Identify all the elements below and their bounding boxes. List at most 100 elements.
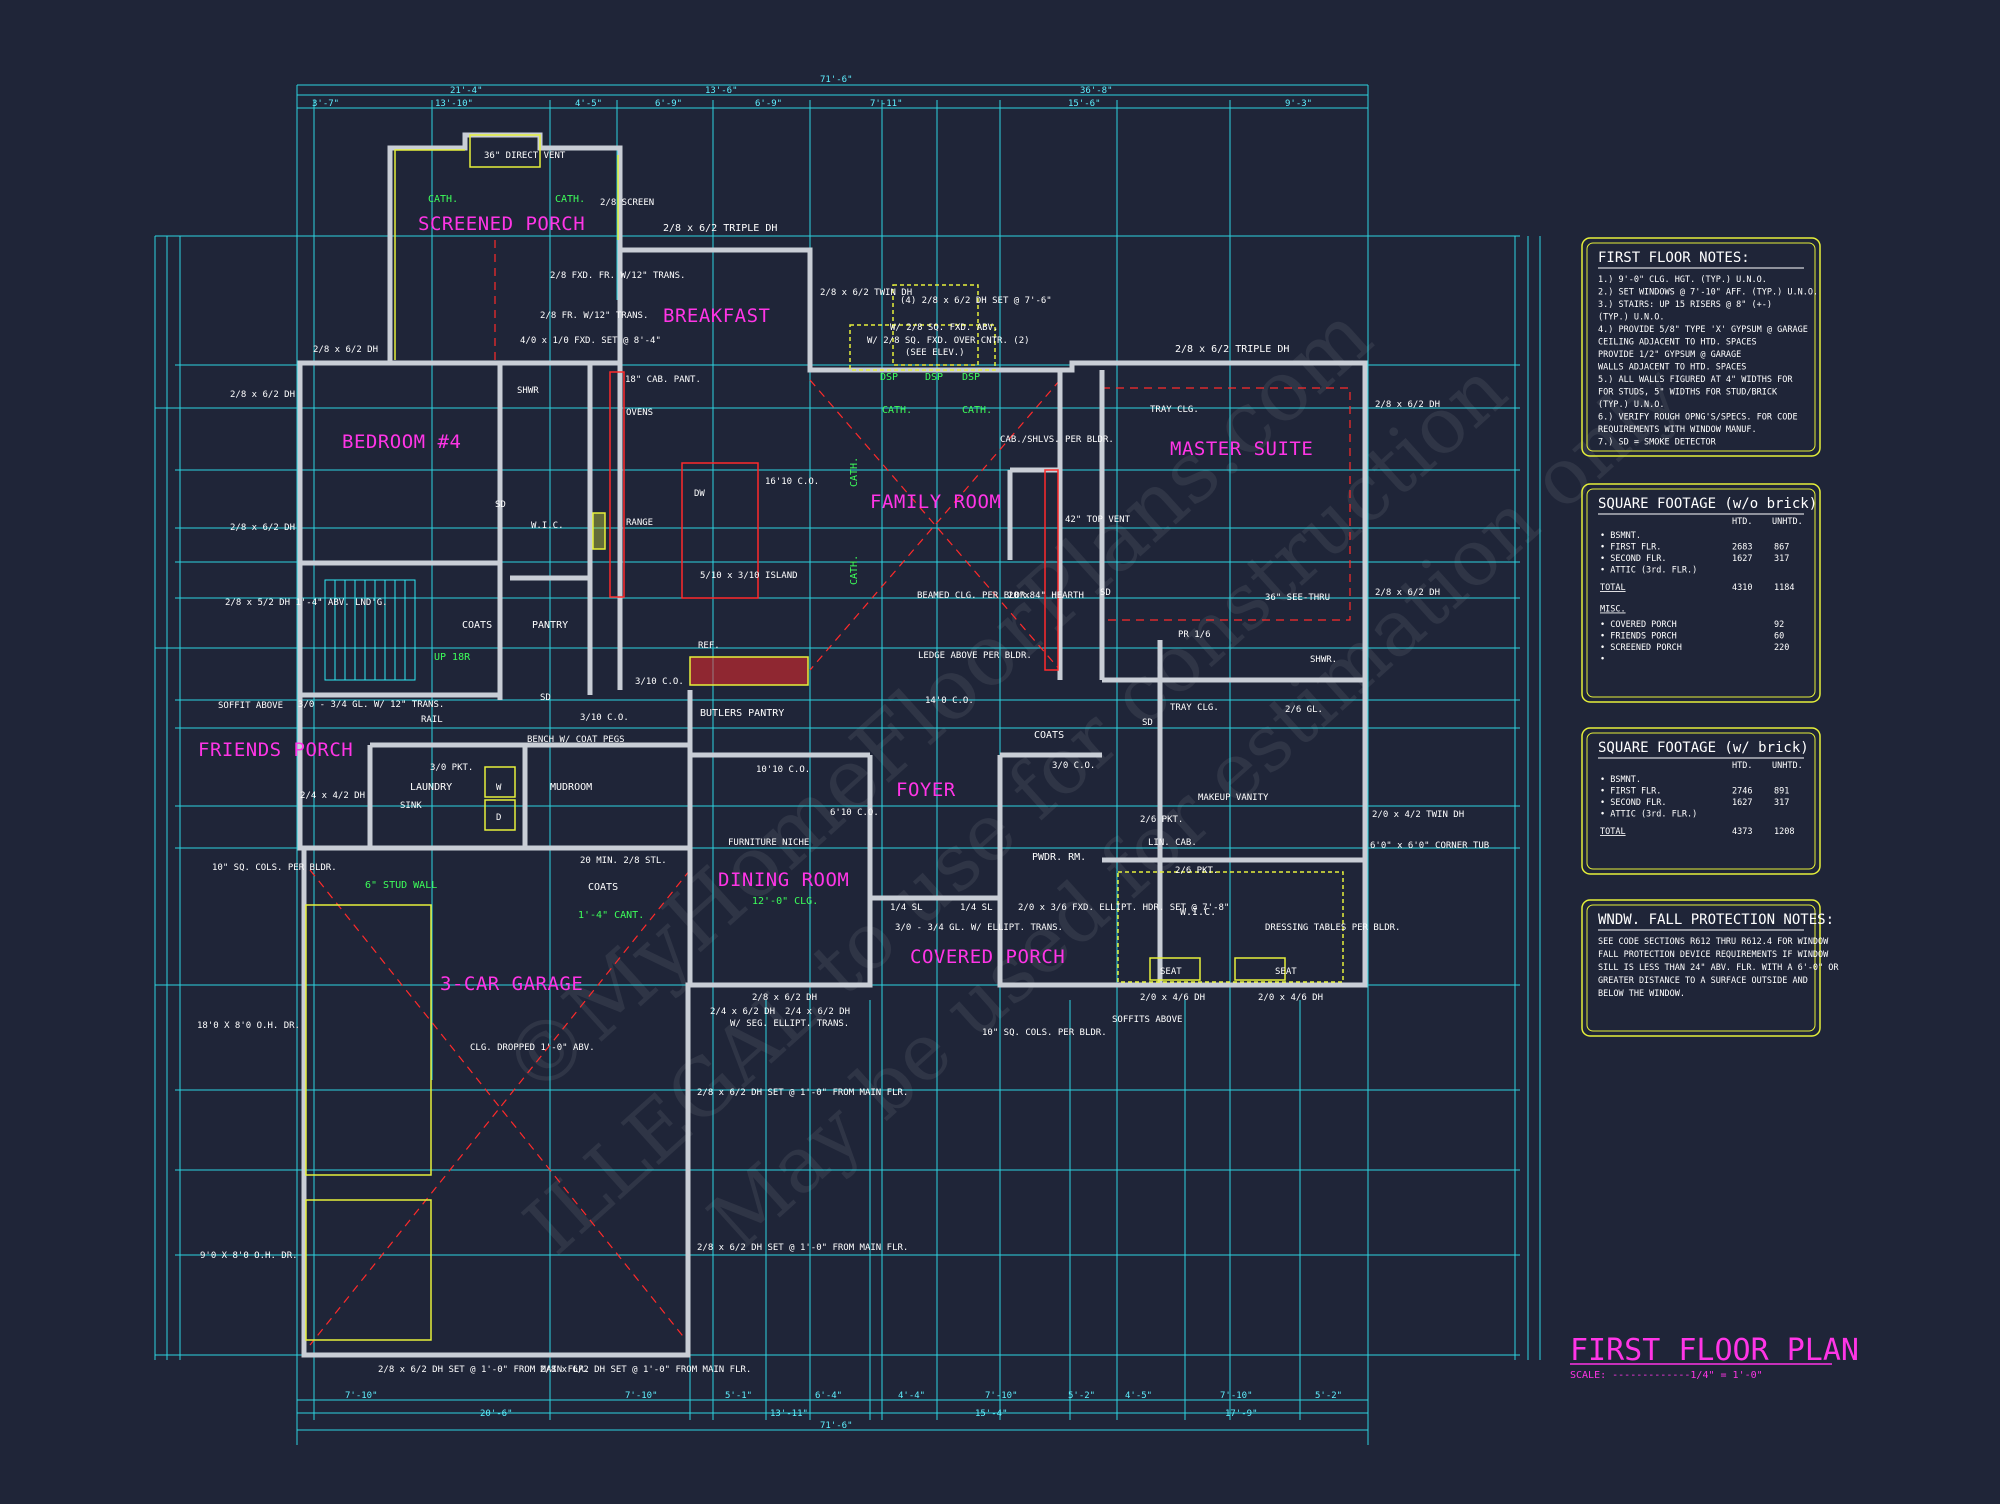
- notes-panel-title: FIRST FLOOR NOTES:: [1598, 250, 1750, 266]
- dim-bottom2-3: 15'-4": [975, 1409, 1008, 1419]
- notes-panel-border: [1581, 727, 1821, 875]
- notes-line: PROVIDE 1/2" GYPSUM @ GARAGE: [1598, 350, 1741, 360]
- label-dressing: DRESSING TABLES PER BLDR.: [1265, 923, 1400, 933]
- label-dw: DW: [694, 489, 705, 499]
- label-beamed: BEAMED CLG. PER BLDR.: [917, 591, 1031, 601]
- title-block: FIRST FLOOR PLAN SCALE: -------------1/4…: [1570, 1333, 1859, 1381]
- notes-panels: FIRST FLOOR NOTES:1.) 9'-0" CLG. HGT. (T…: [1581, 237, 1839, 1037]
- dim-bottom-7: 5'-2": [1068, 1391, 1095, 1401]
- label-cath-4: CATH.: [962, 405, 992, 416]
- label-seg-ellipt: W/ SEG. ELLIPT. TRANS.: [730, 1019, 849, 1029]
- notes-row-label: • SCREENED PORCH: [1600, 643, 1682, 653]
- label-top-vent: 42" TOP VENT: [1065, 515, 1131, 525]
- label-bench: BENCH W/ COAT PEGS: [527, 735, 625, 745]
- room-label-family-room: FAMILY ROOM: [870, 491, 1001, 513]
- label-clg-12: 12'-0" CLG.: [752, 896, 818, 907]
- room-label-bedroom4: BEDROOM #4: [342, 431, 461, 453]
- notes-panel-inner-border: [1586, 732, 1816, 870]
- label-screen: 2/8 SCREEN: [600, 198, 654, 208]
- notes-row-value: 4310: [1732, 583, 1752, 593]
- notes-line: WALLS ADJACENT TO HTD. SPACES: [1598, 363, 1746, 373]
- label-fxd-fr: 2/8 FXD. FR. W/12" TRANS.: [550, 271, 685, 281]
- dim-top-1: 3'-7": [312, 99, 339, 109]
- dim-top-3: 4'-5": [575, 99, 602, 109]
- notes-row-label: TOTAL: [1600, 583, 1626, 593]
- notes-panel-inner-border: [1586, 242, 1816, 452]
- dim-bottom-total: 71'-6": [820, 1421, 853, 1431]
- label-co-310a: 3/10 C.O.: [635, 677, 684, 687]
- label-cath-2: CATH.: [555, 194, 585, 205]
- notes-line: (TYP.) U.N.O.: [1598, 313, 1665, 323]
- dimensions-bottom: 7'-10" 7'-10" 5'-1" 6'-4" 4'-4" 7'-10" 5…: [345, 1391, 1342, 1431]
- label-twin-dh: 2/8 x 6/2 TWIN DH: [820, 288, 912, 298]
- dim-bottom-9: 7'-10": [1220, 1391, 1253, 1401]
- notes-panel-border: [1581, 899, 1821, 1037]
- label-triple-dh-right: 2/8 x 6/2 TRIPLE DH: [1175, 344, 1289, 355]
- label-cant: 1'-4" CANT.: [578, 910, 644, 921]
- label-dsp-1: DSP: [880, 372, 898, 383]
- label-dh-bed-top: 2/8 x 6/2 DH: [313, 345, 378, 355]
- dim-bottom2-1: 20'-6": [480, 1409, 513, 1419]
- dim-bottom-1: 7'-10": [345, 1391, 378, 1401]
- notes-line: 2.) SET WINDOWS @ 7'-10" AFF. (TYP.) U.N…: [1598, 288, 1818, 298]
- label-dh-2046b: 2/0 x 4/6 DH: [1258, 993, 1323, 1003]
- room-label-screened-porch: SCREENED PORCH: [418, 213, 585, 235]
- notes-row-label: • FIRST FLR.: [1600, 787, 1661, 797]
- room-label-master-suite: MASTER SUITE: [1170, 438, 1313, 460]
- notes-line: SILL IS LESS THAN 24" ABV. FLR. WITH A 6…: [1598, 963, 1839, 973]
- dim-bottom-2: 7'-10": [625, 1391, 658, 1401]
- label-pkt26b: 2/6 PKT.: [1175, 866, 1218, 876]
- dim-bottom-3: 5'-1": [725, 1391, 752, 1401]
- room-label-dining-room: DINING ROOM: [718, 869, 849, 891]
- label-range: RANGE: [626, 518, 653, 528]
- label-see-thru: 36" SEE-THRU: [1265, 593, 1330, 603]
- label-dh-left-3: 2/8 x 5/2 DH 1'-4" ABV. LND'G.: [225, 598, 388, 608]
- label-hearth: 20"x84" HEARTH: [1008, 591, 1084, 601]
- notes-line: FALL PROTECTION DEVICE REQUIREMENTS IF W…: [1598, 950, 1829, 960]
- label-fxd-set: 4/0 x 1/0 FXD. SET @ 8'-4": [520, 336, 661, 346]
- notes-row-value: 2746: [1732, 787, 1752, 797]
- notes-row-value: 1627: [1732, 554, 1752, 564]
- dim-top-4: 6'-9": [655, 99, 682, 109]
- label-dh-set-3: 2/8 x 6/2 DH SET @ 1'-0" FROM MAIN FLR.: [378, 1365, 589, 1375]
- notes-row-value: 220: [1774, 643, 1789, 653]
- label-co-1010: 10'10 C.O.: [756, 765, 810, 775]
- label-furniture-niche: FURNITURE NICHE: [728, 838, 809, 848]
- ceiling-lines: [309, 240, 1351, 1346]
- label-see-elev: (SEE ELEV.): [905, 348, 965, 358]
- label-pr16: PR 1/6: [1178, 630, 1211, 640]
- label-pkt310: 3/0 PKT.: [430, 763, 473, 773]
- label-lin-cab: LIN. CAB.: [1148, 838, 1197, 848]
- label-dh-seg-1: 2/8 x 6/2 DH: [752, 993, 817, 1003]
- notes-row-label: • BSMNT.: [1600, 531, 1641, 541]
- dim-top-7: 15'-6": [1068, 99, 1101, 109]
- dim-top-8: 9'-3": [1285, 99, 1312, 109]
- label-ref: REF.: [698, 641, 720, 651]
- room-label-breakfast: BREAKFAST: [663, 305, 770, 327]
- notes-panel-4: WNDW. FALL PROTECTION NOTES:SEE CODE SEC…: [1581, 899, 1839, 1037]
- label-clg-dropped: CLG. DROPPED 1'-0" ABV.: [470, 1043, 595, 1053]
- label-dsp-3: DSP: [962, 372, 980, 383]
- label-dh-left-2: 2/8 x 6/2 DH: [230, 523, 295, 533]
- label-fr-trans: 2/8 FR. W/12" TRANS.: [540, 311, 648, 321]
- notes-panel-1: FIRST FLOOR NOTES:1.) 9'-0" CLG. HGT. (T…: [1581, 237, 1821, 457]
- dim-top-5: 6'-9": [755, 99, 782, 109]
- notes-line: SEE CODE SECTIONS R612 THRU R612.4 FOR W…: [1598, 937, 1829, 947]
- drawing-title: FIRST FLOOR PLAN: [1570, 1333, 1859, 1368]
- notes-panel-inner-border: [1586, 488, 1816, 698]
- notes-row-value: 1208: [1774, 827, 1794, 837]
- label-soffits: SOFFITS ABOVE: [1112, 1015, 1182, 1025]
- label-triple-dh-top: 2/8 x 6/2 TRIPLE DH: [663, 223, 777, 234]
- label-dh-seg-2: 2/4 x 6/2 DH: [710, 1007, 775, 1017]
- notes-line: REQUIREMENTS WITH WINDOW MANUF.: [1598, 425, 1757, 435]
- label-fxd-ellipt: 2/0 x 3/6 FXD. ELLIPT. HDR. SET @ 7'-8": [1018, 903, 1229, 913]
- label-sd-4: SD: [1142, 718, 1153, 728]
- notes-line: CEILING ADJACENT TO HTD. SPACES: [1598, 338, 1757, 348]
- label-sd-3: SD: [1100, 588, 1111, 598]
- notes-row-label: • ATTIC (3rd. FLR.): [1600, 566, 1697, 576]
- label-tray-clg-2: TRAY CLG.: [1170, 703, 1219, 713]
- label-co-310b: 3/10 C.O.: [580, 713, 629, 723]
- notes-line: 5.) ALL WALLS FIGURED AT 4" WIDTHS FOR: [1598, 375, 1793, 385]
- friends-porch-line: FRIENDS PORCH: [198, 739, 353, 761]
- notes-line: (TYP.) U.N.O.: [1598, 400, 1665, 410]
